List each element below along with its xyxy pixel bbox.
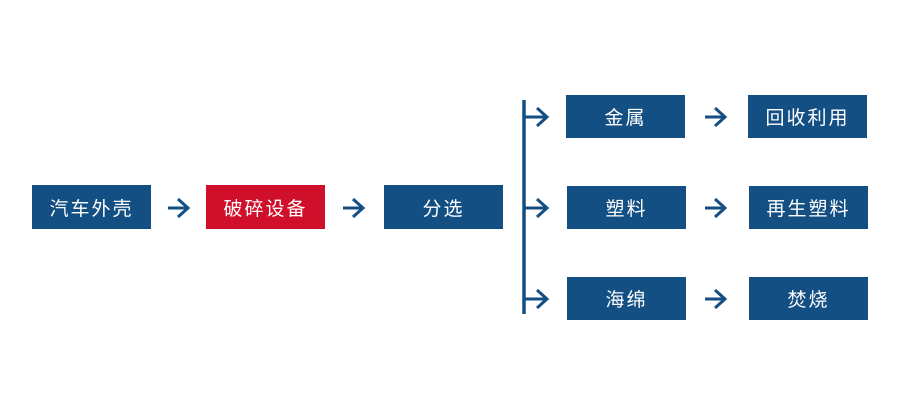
arrow-car-shell-to-shredder	[168, 197, 191, 219]
node-sponge: 海绵	[567, 277, 686, 320]
node-metal: 金属	[566, 95, 685, 138]
arrow-sorting-to-plastic	[524, 197, 550, 219]
node-plastic: 塑料	[567, 186, 686, 229]
node-recycling: 回收利用	[748, 95, 867, 138]
node-sorting: 分选	[384, 185, 503, 229]
node-shredder: 破碎设备	[206, 185, 325, 229]
arrow-sorting-to-sponge	[524, 288, 550, 310]
node-recycled-plastic: 再生塑料	[749, 186, 868, 229]
arrow-sponge-to-incineration	[705, 288, 728, 310]
node-incineration: 焚烧	[749, 277, 868, 320]
arrow-shredder-to-sorting	[343, 197, 366, 219]
arrow-metal-to-recycling	[705, 106, 728, 128]
node-car-shell: 汽车外壳	[32, 185, 151, 229]
arrow-sorting-to-metal	[524, 106, 550, 128]
arrow-plastic-to-recycled-plastic	[705, 197, 728, 219]
